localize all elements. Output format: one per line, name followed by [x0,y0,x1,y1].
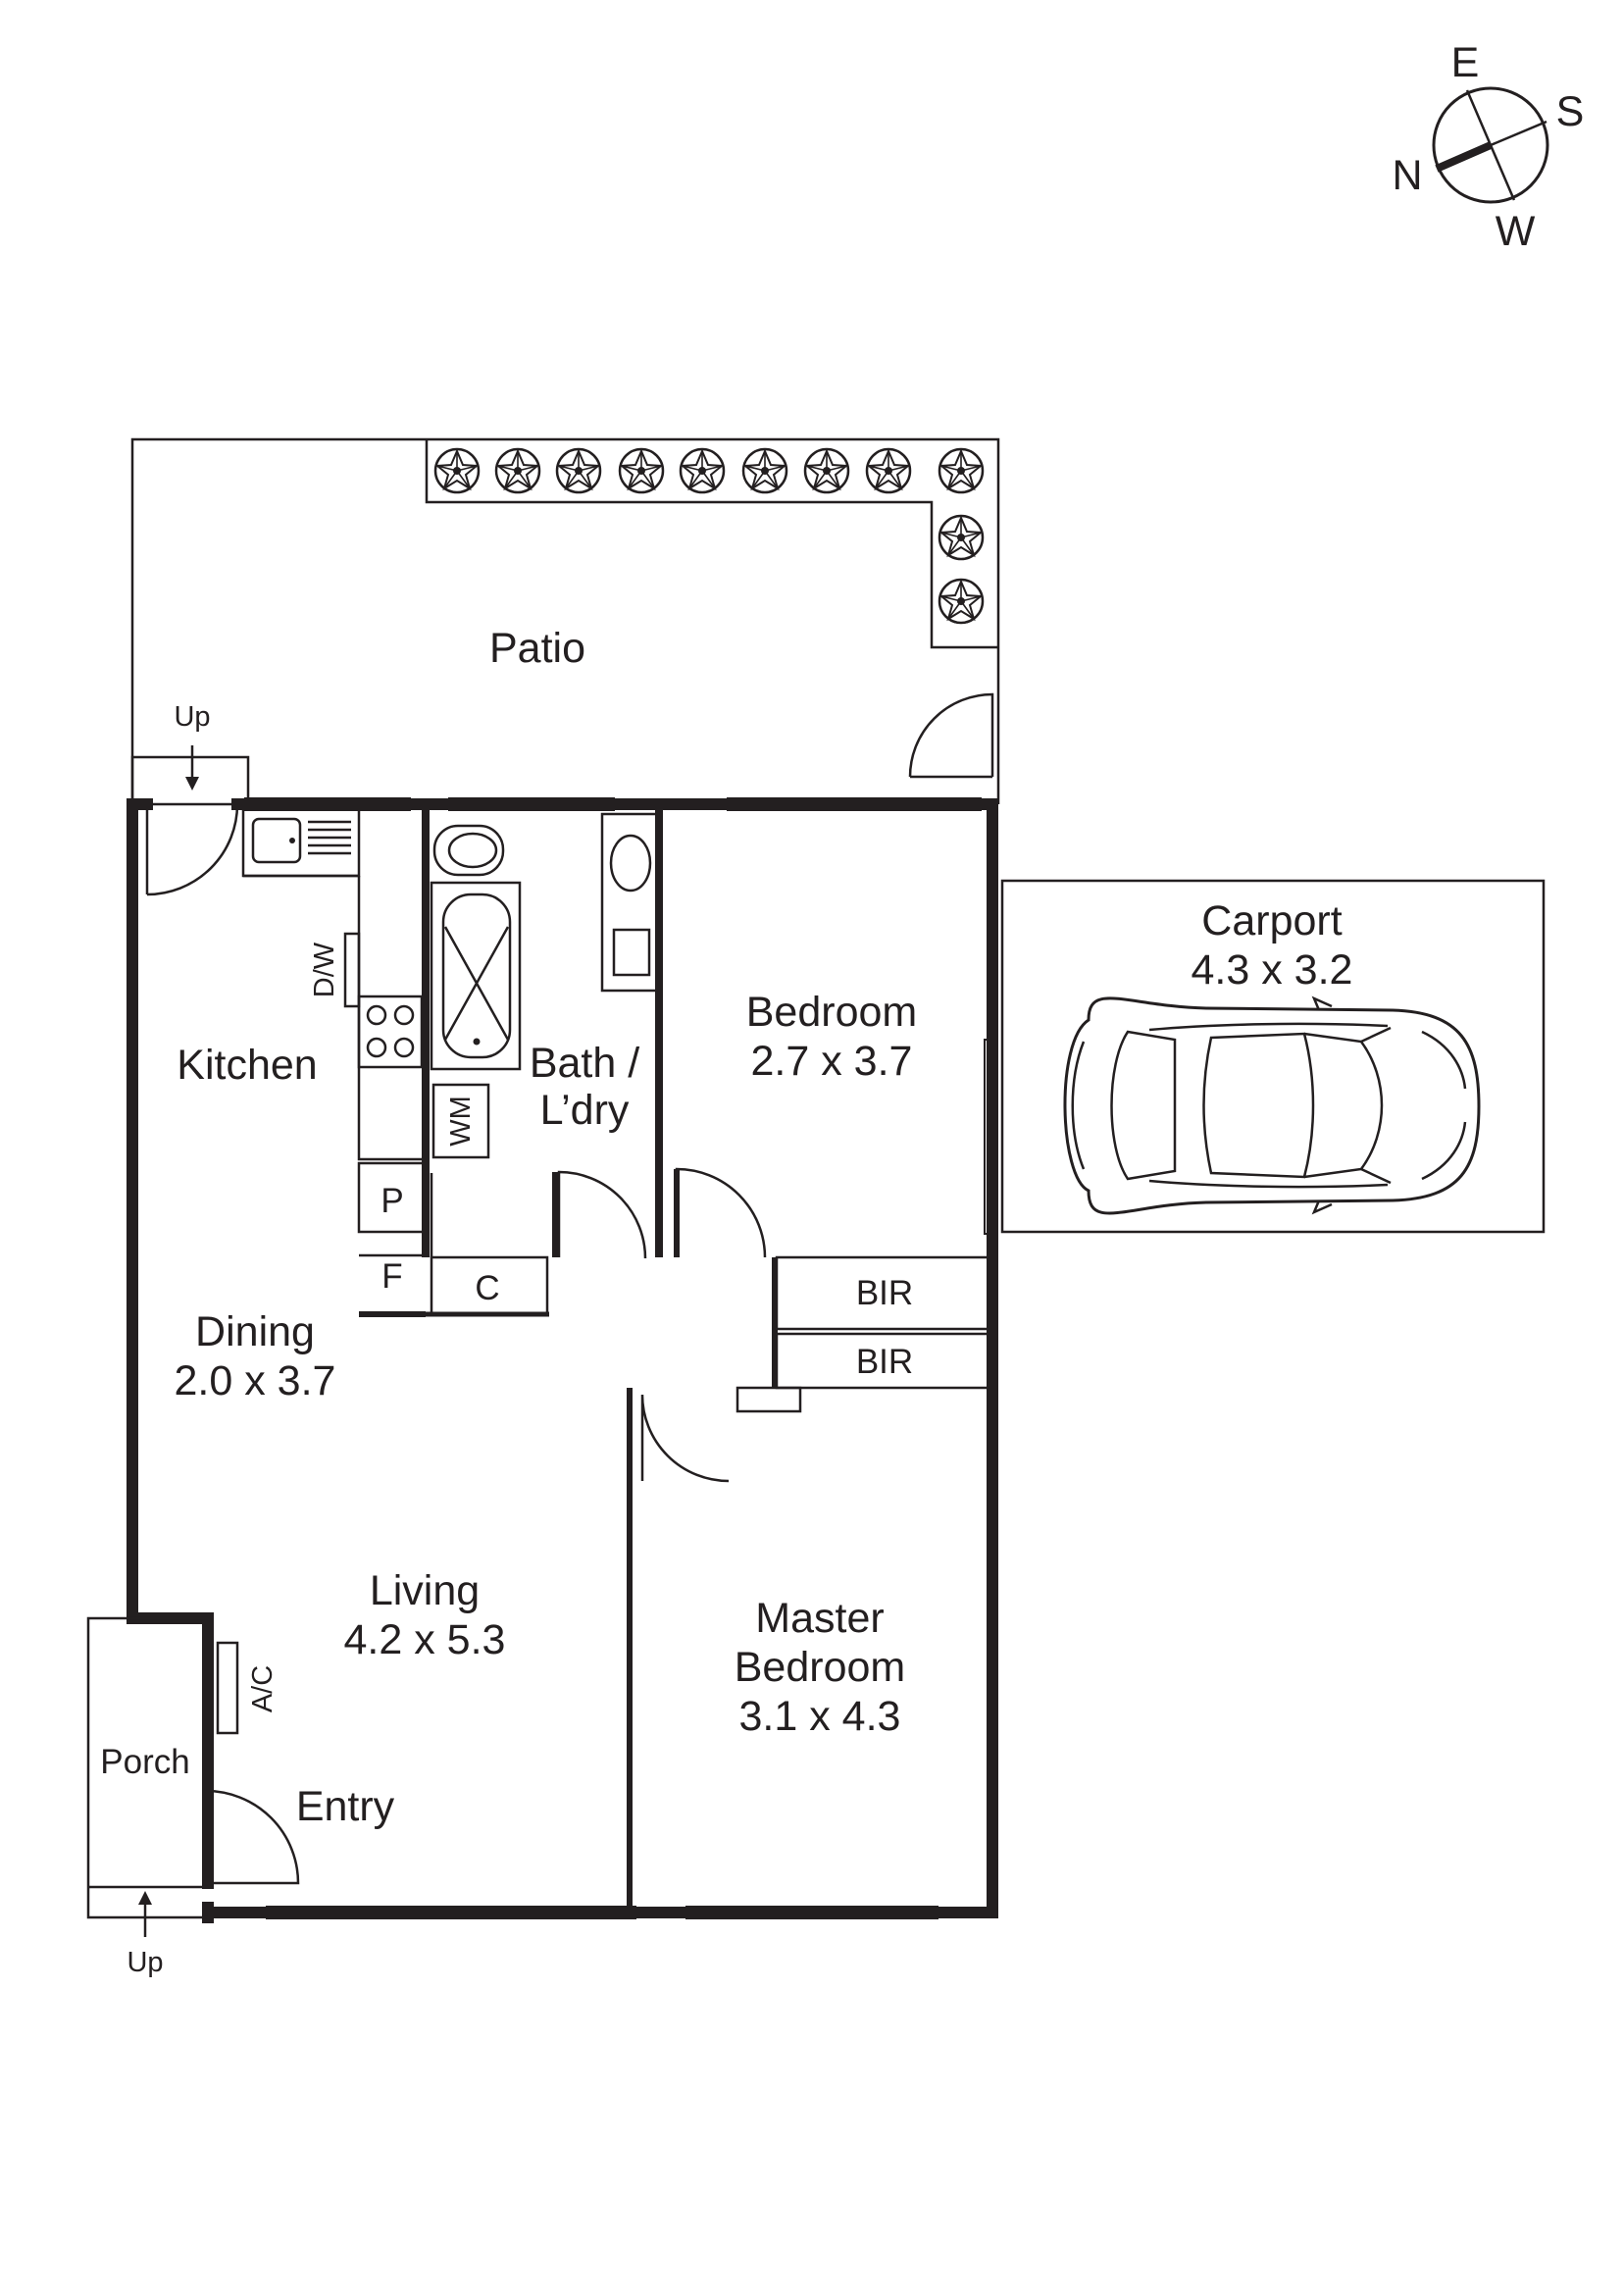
dining-size: 2.0 x 3.7 [175,1357,336,1404]
shrub-icon [741,447,788,494]
bir-2-label: BIR [856,1343,913,1381]
tub-drain-icon [473,1038,481,1046]
dining-label: Dining [195,1308,315,1355]
patio-step-up-label: Up [174,701,210,733]
ac-unit [216,1641,239,1735]
shrub-icon [433,447,481,494]
bath-label-line2: L’dry [540,1087,630,1134]
porch-step-up-label: Up [127,1947,163,1978]
master-label-line2: Bedroom [735,1644,905,1691]
bedroom-label: Bedroom [746,989,917,1036]
shower-cross-icon [443,926,510,1041]
master-door-swing [640,1394,730,1483]
compass-north-label: N [1392,152,1422,199]
patio-gate-swing [908,692,994,779]
washing-machine-label: WM [445,1096,477,1147]
entry-label: Entry [296,1783,395,1830]
shrub-icon [938,578,985,625]
shrub-icon [494,447,541,494]
garden-bed [425,439,998,649]
shrub-icon [865,447,912,494]
master-label-line1: Master [755,1595,884,1642]
basin-icon [609,834,652,893]
living-label: Living [370,1567,480,1614]
toilet-bowl-icon [447,832,498,869]
bath-label-line1: Bath / [530,1040,639,1087]
car-icon [1063,995,1481,1215]
porch-area: Porch Up [86,1616,208,1978]
carport-area: Carport 4.3 x 3.2 [1000,879,1546,1234]
kitchen-door-swing [145,803,239,896]
bathtub [430,881,522,1071]
burner-icon [393,1004,415,1026]
drainer-icon [308,820,351,855]
carport-label: Carport [1201,897,1342,944]
compass-west-label: W [1496,208,1536,255]
burner-icon [366,1004,387,1026]
fridge-label: F [381,1257,402,1296]
up-arrow-head-icon [138,1891,152,1905]
south-east-walls [202,798,998,1918]
compass: E S N W [1392,39,1584,255]
compass-south-label: S [1556,88,1585,135]
up-arrow-head-icon [185,777,199,791]
entry-door-swing [205,1789,300,1885]
shrub-icon [679,447,726,494]
pantry-label: P [380,1182,403,1220]
shrub-icon [803,447,850,494]
patio-area: Patio Up [130,437,1000,806]
patio-label: Patio [489,625,585,672]
shrub-icon [618,447,665,494]
shrub-icon [938,447,985,494]
porch-label: Porch [100,1743,189,1781]
cupboard-label: C [475,1269,499,1307]
bir-1-label: BIR [856,1274,913,1312]
room-labels: Kitchen Bath / L’dry Bedroom 2.7 x 3.7 D… [175,989,918,1830]
sink-bowl-icon [251,817,302,864]
hall-cupboard [735,1386,802,1413]
porch-boundary [86,1616,208,1919]
burner-icon [393,1037,415,1058]
shrub-icon [555,447,602,494]
carport-size: 4.3 x 3.2 [1192,946,1353,994]
bedroom-size: 2.7 x 3.7 [751,1038,913,1085]
dishwasher-panel [343,932,361,1008]
sink-drain-icon [289,838,295,843]
patio-step [130,755,250,806]
kitchen-label: Kitchen [177,1042,317,1089]
dishwasher-label: D/W [309,942,340,997]
compass-east-label: E [1451,39,1480,86]
burner-icon [366,1037,387,1058]
washing-machine [431,1083,490,1159]
garden-shrubs [433,447,985,625]
bedroom-door-swing [675,1167,767,1258]
interior-fixtures: D/W P F WM C BIR BIR [216,807,992,1735]
cooktop [357,995,424,1069]
master-size: 3.1 x 4.3 [739,1693,901,1740]
ac-label: A/C [247,1665,279,1712]
compass-axis [1490,120,1547,147]
doors [145,803,767,1885]
vanity [600,812,661,993]
bathtub-basin-icon [441,893,512,1059]
living-size: 4.2 x 5.3 [344,1616,506,1663]
shrub-icon [938,514,985,561]
patio-boundary [130,437,1000,804]
laundry-tub-icon [612,928,651,977]
toilet-icon [432,824,505,877]
walls [127,798,998,1923]
bath-door-swing [557,1170,647,1259]
north-needle-icon [1435,141,1493,173]
carport-boundary [1000,879,1546,1234]
